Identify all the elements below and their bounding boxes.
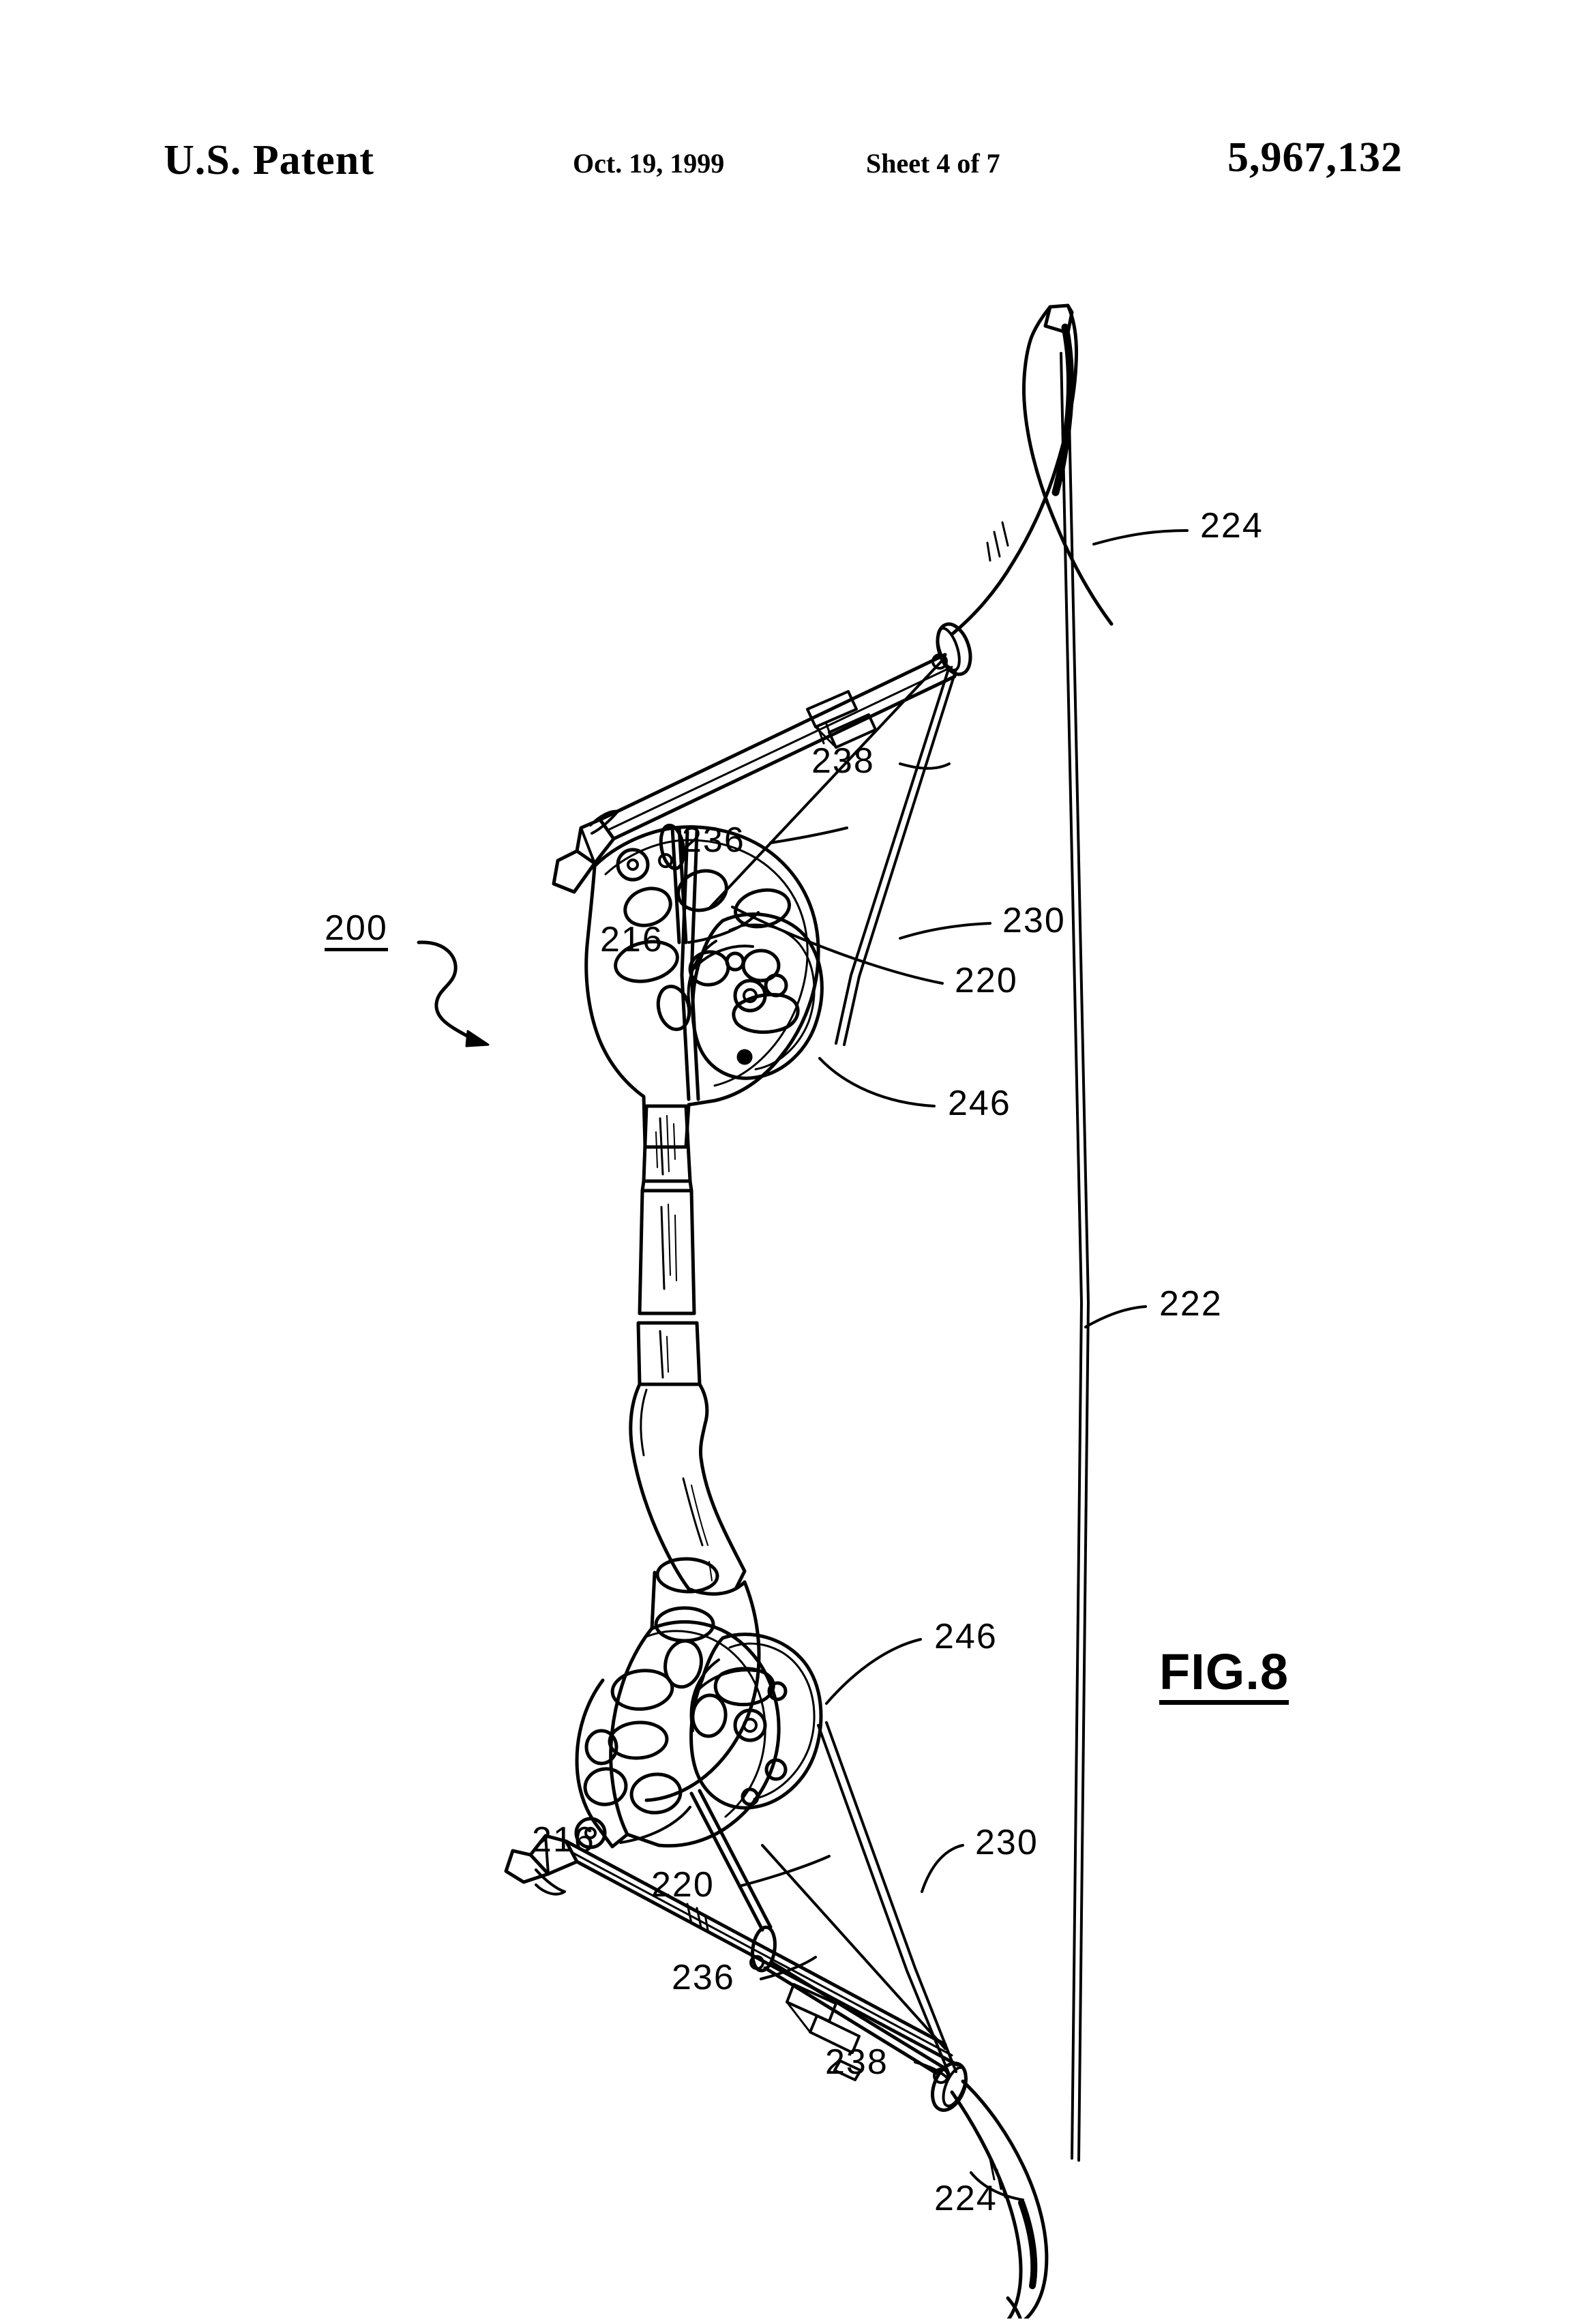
- lower-idler-pulley-238: [931, 2061, 968, 2112]
- ref-numeral-230-top: 230: [1002, 901, 1066, 940]
- leader-238-bottom: [914, 2061, 949, 2080]
- ref-numeral-220-top: 220: [955, 961, 1018, 1000]
- leader-236-bottom: [760, 1956, 817, 1980]
- lower-limb-tip-224: [950, 2079, 1049, 2319]
- leader-216-bottom: [619, 1806, 691, 1844]
- ref-numeral-238-top: 238: [811, 741, 875, 781]
- ref-numeral-246-top: 246: [948, 1084, 1011, 1123]
- leader-224-bottom: [970, 2171, 1024, 2201]
- leader-216-top: [687, 911, 760, 944]
- patent-office-title: U.S. Patent: [164, 137, 374, 183]
- ref-numeral-238-bottom: 238: [825, 2042, 889, 2082]
- ref-numeral-236-top: 236: [682, 820, 745, 860]
- ref-numeral-236-bottom: 236: [672, 1958, 735, 1997]
- leader-246-top: [818, 1057, 936, 1107]
- upper-eccentric-cam-246: [687, 912, 824, 1080]
- lower-riser-casting: [574, 1557, 781, 1849]
- ref-numeral-246-bottom: 246: [934, 1617, 998, 1656]
- lower-eccentric-cam-246: [689, 1633, 823, 1810]
- leader-236-top: [769, 826, 848, 844]
- ref-numeral-222: 222: [1159, 1284, 1223, 1324]
- ref-numeral-200: 200: [325, 910, 388, 951]
- ref-numeral-224-top: 224: [1200, 506, 1264, 546]
- compound-bow-figure: [417, 303, 1189, 2319]
- leader-246-bottom: [825, 1638, 922, 1705]
- ref-numeral-216-bottom: 216: [532, 1820, 595, 1860]
- lower-cable-slide-236: [786, 1983, 862, 2081]
- figure-caption: FIG.8: [1159, 1647, 1289, 1705]
- sheet-number: Sheet 4 of 7: [866, 148, 1000, 179]
- lower-cables-230-220: [761, 1721, 957, 2076]
- leader-238-top: [899, 762, 951, 770]
- leader-224-top: [1092, 529, 1189, 546]
- leader-230-bottom: [921, 1844, 964, 1893]
- leader-222: [1084, 1305, 1147, 1328]
- lower-cable-rod: [689, 1789, 946, 2076]
- grip-handle: [629, 1382, 747, 1596]
- ref-numeral-224-bottom: 224: [934, 2179, 998, 2218]
- leader-230-top: [899, 922, 991, 940]
- ref-numeral-220-bottom: 220: [651, 1865, 715, 1905]
- leader-220-top: [731, 906, 944, 985]
- ref-numeral-230-bottom: 230: [975, 1823, 1039, 1862]
- leader-220-bottom: [738, 1855, 831, 1888]
- patent-sheet-header: U.S. Patent Oct. 19, 1999 Sheet 4 of 7 5…: [0, 134, 1582, 218]
- upper-riser-casting: [584, 825, 820, 1149]
- ref-numeral-216-top: 216: [600, 920, 663, 959]
- patent-number: 5,967,132: [1227, 134, 1403, 181]
- upper-idler-pulley-238: [931, 622, 972, 676]
- bowstring-222: [1060, 352, 1090, 2162]
- figure-drawing-area: 200 224 238 236 230 216 220 246 222 246 …: [0, 225, 1582, 2319]
- leader-200: [417, 940, 490, 1047]
- patent-issue-date: Oct. 19, 1999: [573, 148, 725, 179]
- upper-limb-tip-224: [950, 303, 1114, 636]
